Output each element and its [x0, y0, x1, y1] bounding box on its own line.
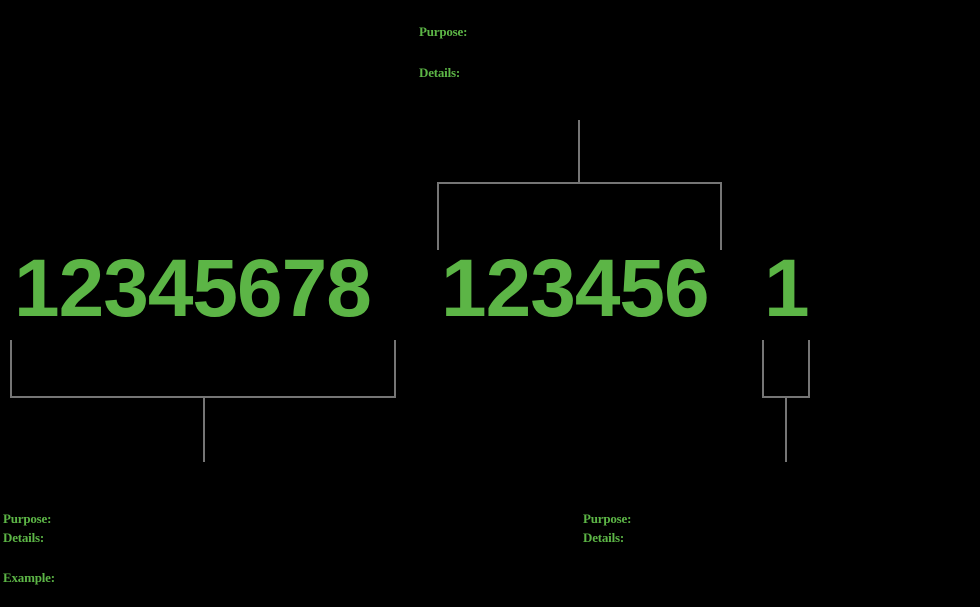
top-bracket-span — [437, 182, 722, 184]
bottom-right-bracket-stem — [785, 396, 787, 462]
top-details-label: Details: — [419, 65, 460, 80]
top-bracket-right-arm — [720, 182, 722, 250]
top-purpose-label: Purpose: — [419, 24, 468, 39]
top-bracket-stem — [578, 120, 580, 183]
bottom-left-bracket-right-arm — [394, 340, 396, 397]
digit-group-right: 1 — [764, 243, 810, 334]
bottom-left-example-label: Example: — [3, 570, 55, 585]
bottom-left-details-label: Details: — [3, 530, 44, 545]
top-bracket-left-arm — [437, 182, 439, 250]
bottom-middle-purpose-label: Purpose: — [583, 511, 632, 526]
bottom-left-bracket-left-arm — [10, 340, 12, 397]
bottom-middle-details-label: Details: — [583, 530, 624, 545]
digit-group-left: 12345678 — [14, 243, 372, 334]
bottom-right-bracket-left-arm — [762, 340, 764, 397]
digit-group-middle: 123456 — [441, 243, 710, 334]
bottom-right-bracket-right-arm — [808, 340, 810, 397]
bottom-left-bracket-stem — [203, 396, 205, 462]
bottom-left-purpose-label: Purpose: — [3, 511, 52, 526]
